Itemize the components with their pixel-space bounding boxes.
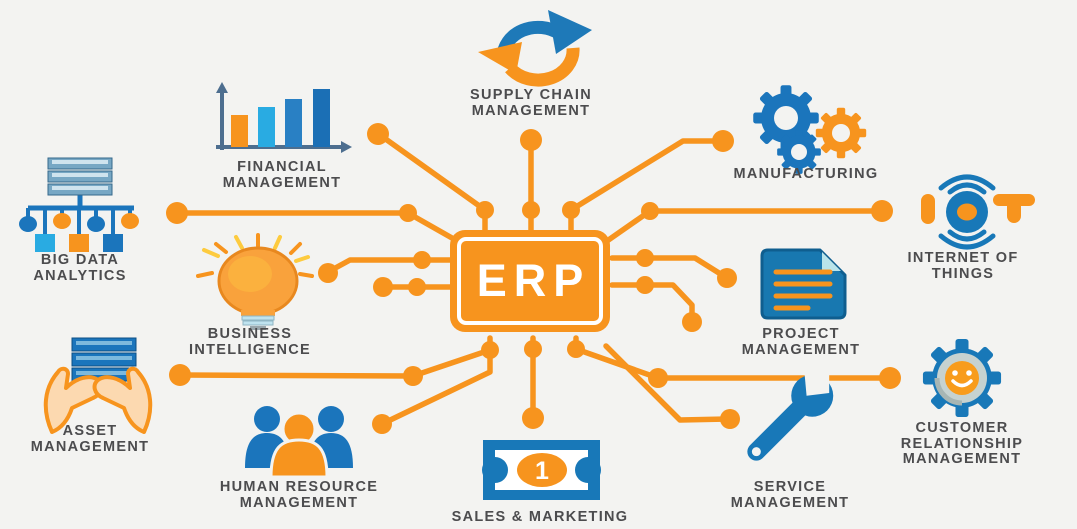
erp-center-node: ERP <box>450 230 610 332</box>
label-big-data: BIG DATA ANALYTICS <box>33 252 127 284</box>
big-data-icon <box>19 157 139 252</box>
banknote-value: 1 <box>535 457 549 485</box>
line-project <box>609 255 730 281</box>
label-financial: FINANCIAL MANAGEMENT <box>222 159 342 191</box>
hrm-icon <box>245 406 353 479</box>
supply-chain-icon <box>478 10 592 87</box>
crm-icon <box>922 338 1002 418</box>
financial-icon <box>216 82 352 153</box>
line-hrm <box>379 347 493 427</box>
line-service <box>603 343 731 423</box>
project-icon <box>760 248 847 320</box>
line-manufacturing <box>568 138 724 235</box>
label-asset: ASSET MANAGEMENT <box>30 423 150 455</box>
line-financial <box>377 132 488 235</box>
circuit-dots <box>166 123 901 434</box>
asset-icon <box>43 337 153 434</box>
label-sales: SALES & MARKETING <box>451 509 629 525</box>
label-crm: CUSTOMER RELATIONSHIP MANAGEMENT <box>900 420 1024 467</box>
label-project: PROJECT MANAGEMENT <box>741 326 861 358</box>
line-business-intelligence <box>325 257 453 275</box>
label-iot: INTERNET OF THINGS <box>907 250 1019 282</box>
erp-label: ERP <box>476 255 591 306</box>
sales-icon: 1 <box>482 440 601 500</box>
label-business-intelligence: BUSINESS INTELLIGENCE <box>189 326 311 358</box>
label-hrm: HUMAN RESOURCE MANAGEMENT <box>219 479 379 511</box>
label-supply-chain: SUPPLY CHAIN MANAGEMENT <box>470 87 592 119</box>
iot-icon <box>921 174 1035 250</box>
label-manufacturing: MANUFACTURING <box>733 166 879 182</box>
erp-inner-border <box>457 237 603 325</box>
manufacturing-icon <box>753 85 867 174</box>
service-icon <box>747 364 834 461</box>
business-intelligence-icon <box>196 233 314 330</box>
label-service: SERVICE MANAGEMENT <box>730 479 850 511</box>
